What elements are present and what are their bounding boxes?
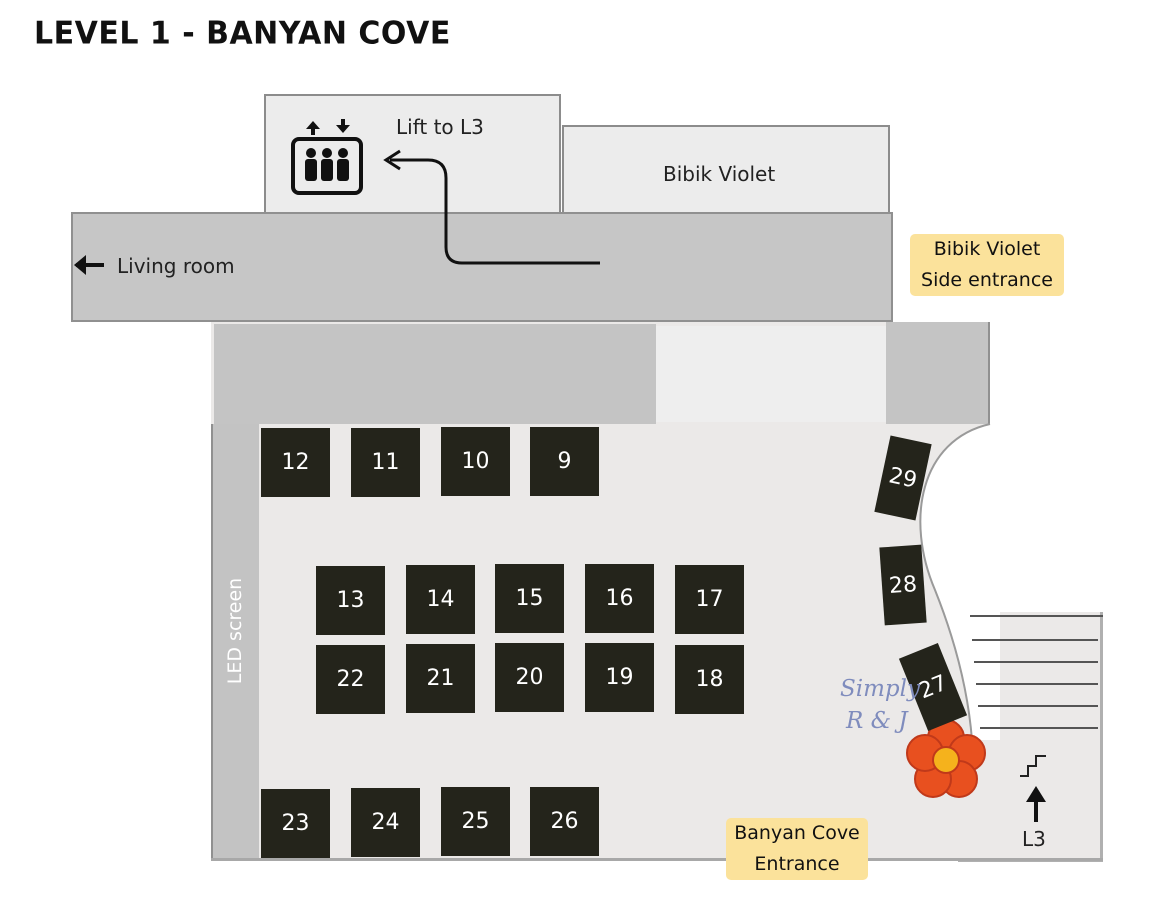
table-24[interactable]: 24 [351,788,420,857]
table-20[interactable]: 20 [495,643,564,712]
table-13[interactable]: 13 [316,566,385,635]
living-room-label: Living room [117,254,235,278]
bibik-violet-room [562,125,890,214]
walkway-block [656,326,886,422]
hall-bottom-wall [211,858,1103,861]
page-title: LEVEL 1 - BANYAN COVE [34,15,451,52]
table-17[interactable]: 17 [675,565,744,634]
table-23[interactable]: 23 [261,789,330,858]
lift-icon [291,119,363,195]
side-block [886,322,990,424]
table-26[interactable]: 26 [530,787,599,856]
callout-line: Entrance [754,853,840,875]
table-15[interactable]: 15 [495,564,564,633]
side-entrance-callout: Bibik Violet Side entrance [910,234,1064,296]
stage-block [214,324,656,424]
l3-label: L3 [1022,827,1046,851]
table-9[interactable]: 9 [530,427,599,496]
led-screen [211,424,259,860]
logo-text-rj: R & J [846,708,908,734]
table-12[interactable]: 12 [261,428,330,497]
bibik-violet-label: Bibik Violet [663,162,776,186]
lift-label: Lift to L3 [396,115,484,139]
table-14[interactable]: 14 [406,565,475,634]
led-screen-label: LED screen [224,577,246,685]
main-entrance-callout: Banyan Cove Entrance [726,818,868,880]
table-28[interactable]: 28 [879,544,927,626]
table-19[interactable]: 19 [585,643,654,712]
table-10[interactable]: 10 [441,427,510,496]
stair-area [958,612,1103,862]
callout-line: Side entrance [921,269,1053,291]
table-16[interactable]: 16 [585,564,654,633]
callout-line: Bibik Violet [933,238,1041,260]
table-22[interactable]: 22 [316,645,385,714]
logo-text-simply: Simply [840,676,920,702]
table-11[interactable]: 11 [351,428,420,497]
callout-line: Banyan Cove [734,822,860,844]
table-25[interactable]: 25 [441,787,510,856]
table-18[interactable]: 18 [675,645,744,714]
table-21[interactable]: 21 [406,644,475,713]
